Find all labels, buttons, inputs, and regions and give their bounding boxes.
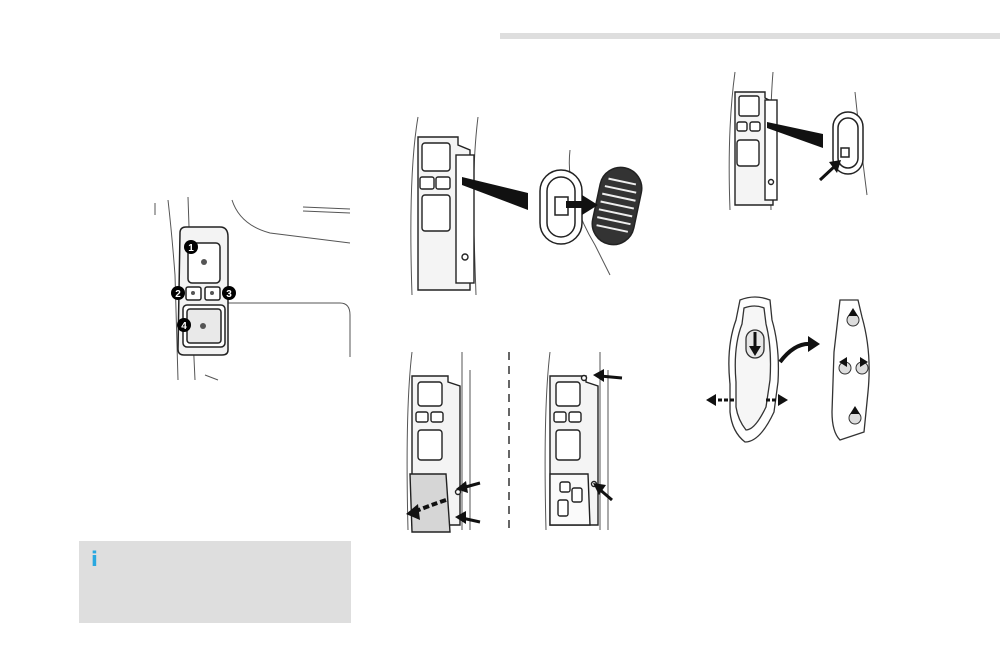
lower-cover-removal-figure [406, 351, 623, 533]
arrow-down-icon [749, 332, 761, 356]
rear-lamp-overview-figure: 1 2 3 4 [154, 196, 351, 381]
curved-arrow-icon [778, 336, 820, 364]
callout-1: 1 [184, 240, 198, 254]
vent-cover [591, 166, 643, 246]
svg-text:3: 3 [226, 289, 232, 300]
svg-text:2: 2 [175, 289, 181, 300]
access-cover-removal-figure [410, 116, 643, 296]
lamp-latch-figure [728, 71, 868, 211]
svg-text:4: 4 [181, 321, 187, 332]
svg-text:1: 1 [188, 243, 194, 254]
section-header-rule [500, 33, 1000, 39]
info-icon: i [91, 547, 98, 571]
bulb-holder-figure [706, 296, 870, 443]
arrow-left-icon [455, 481, 481, 524]
callout-3: 3 [222, 286, 236, 300]
callout-4: 4 [177, 318, 191, 332]
dashed-arrow-left-icon [406, 498, 447, 520]
dashed-arrow-right-icon [766, 394, 788, 406]
callout-2: 2 [171, 286, 185, 300]
dashed-arrow-left-icon [706, 394, 734, 406]
arrow-up-right-icon [818, 160, 841, 182]
arrow-left-icon [593, 369, 623, 502]
info-box: i [79, 541, 351, 623]
arrow-right-icon [566, 195, 598, 215]
